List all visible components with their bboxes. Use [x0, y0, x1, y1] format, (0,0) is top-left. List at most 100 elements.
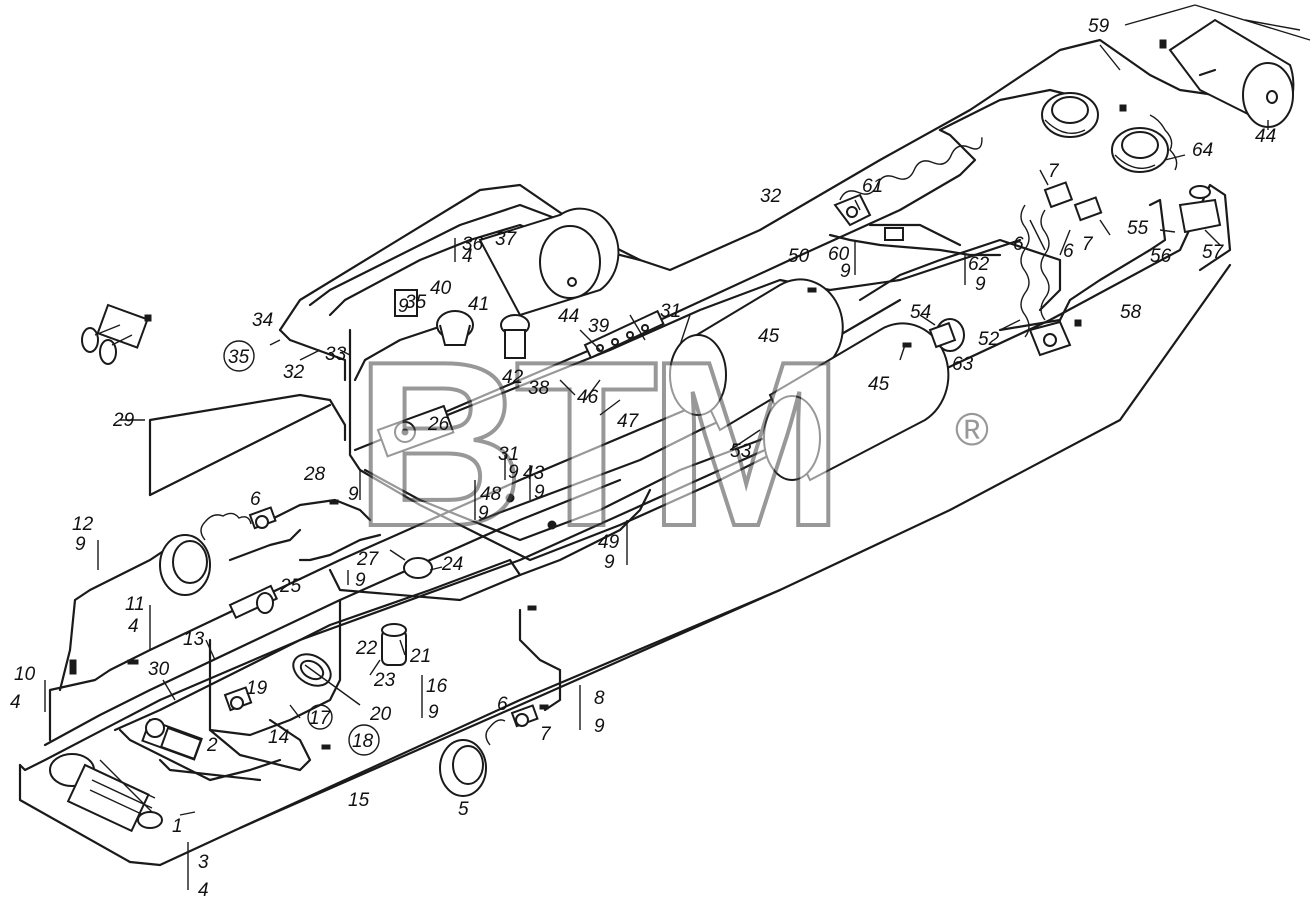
label-45-lower: 45 [868, 374, 890, 395]
label-9-j: 9 [840, 261, 851, 282]
valve-7-rear [1043, 181, 1103, 222]
label-6-front: 6 [250, 489, 261, 510]
brake-chamber-front-right [439, 739, 487, 797]
valve-2 [159, 726, 203, 761]
label-56: 56 [1150, 246, 1172, 267]
valve-24 [389, 549, 443, 579]
label-32-left: 32 [283, 362, 305, 383]
label-9-h: 9 [478, 503, 489, 524]
label-54: 54 [910, 302, 931, 323]
horns-29 [81, 303, 149, 365]
label-26: 26 [427, 414, 450, 435]
label-31-top: 31 [660, 301, 681, 322]
label-10: 10 [14, 664, 36, 685]
label-31-mid: 31 [498, 444, 519, 465]
label-9-g: 9 [508, 462, 519, 483]
rear-brake-chambers-64 [1041, 92, 1169, 173]
label-46: 46 [577, 387, 599, 408]
label-5: 5 [458, 799, 469, 820]
brake-chamber-front-left [159, 534, 211, 596]
label-8: 8 [594, 688, 605, 709]
label-41: 41 [468, 294, 489, 315]
flex-hoses [200, 114, 1178, 746]
label-44-rear: 44 [1255, 126, 1276, 147]
label-12: 12 [72, 514, 94, 535]
label-20: 20 [369, 704, 392, 725]
label-6-right: 6 [497, 694, 508, 715]
label-13: 13 [183, 629, 205, 650]
label-21: 21 [409, 646, 431, 667]
compressor [49, 753, 163, 833]
label-9-c: 9 [428, 702, 439, 723]
label-45-upper: 45 [758, 326, 780, 347]
label-63: 63 [952, 354, 974, 375]
label-59: 59 [1088, 16, 1110, 37]
label-64: 64 [1192, 140, 1213, 161]
label-42: 42 [502, 367, 524, 388]
regulator-41 [436, 310, 474, 346]
watermark-text: BTM [355, 312, 834, 575]
label-62: 62 [968, 254, 990, 275]
label-57: 57 [1202, 242, 1225, 263]
manifold-31 [583, 309, 665, 360]
valve-60 [884, 227, 904, 241]
label-60: 60 [828, 244, 850, 265]
label-35-circled: 35 [223, 340, 255, 372]
label-24: 24 [441, 554, 463, 575]
label-27: 27 [356, 549, 380, 570]
label-11: 11 [125, 594, 145, 615]
label-38: 38 [528, 378, 550, 399]
receiver-45-upper [669, 278, 844, 432]
label-61: 61 [862, 176, 883, 197]
label-43: 43 [523, 463, 545, 484]
label-32-top: 32 [760, 186, 782, 207]
label-7-front: 7 [540, 724, 552, 745]
label-44-mid: 44 [558, 306, 579, 327]
label-34: 34 [252, 310, 273, 331]
label-39: 39 [588, 316, 610, 337]
label-2: 2 [206, 735, 218, 756]
label-9-d: 9 [604, 552, 615, 573]
label-6-rear-b: 6 [1063, 241, 1074, 262]
label-1: 1 [172, 816, 183, 837]
label-35-small: 35 [405, 292, 427, 313]
label-9-e: 9 [355, 570, 366, 591]
label-47: 47 [617, 411, 640, 432]
label-48: 48 [480, 484, 502, 505]
pipe-fittings [69, 39, 1167, 750]
label-4-left: 4 [10, 692, 21, 713]
label-leaders [44, 44, 1269, 890]
brake-valve-26 [376, 404, 455, 458]
label-9-k: 9 [975, 274, 986, 295]
label-25: 25 [279, 576, 302, 597]
label-18: 18 [352, 731, 374, 752]
label-4-bottom: 4 [198, 880, 209, 901]
label-23: 23 [373, 670, 396, 691]
label-16: 16 [426, 676, 448, 697]
valve-25 [228, 584, 279, 620]
label-4-mid: 4 [128, 616, 139, 637]
valve-40 [394, 289, 418, 317]
label-17: 17 [309, 708, 332, 729]
receiver-45-lower [763, 322, 950, 482]
label-40: 40 [430, 278, 452, 299]
receiver-44-rear [1124, 4, 1311, 128]
label-29: 29 [112, 410, 135, 431]
label-19: 19 [246, 678, 268, 699]
label-37: 37 [495, 229, 518, 250]
valve-57 [1178, 185, 1222, 234]
label-6-rear-a: 6 [1013, 234, 1024, 255]
label-14: 14 [268, 727, 289, 748]
label-52: 52 [978, 329, 1000, 350]
label-49: 49 [598, 532, 620, 553]
valve-6-front [248, 506, 277, 530]
receiver-37 [478, 207, 620, 317]
label-4-top: 4 [462, 246, 473, 267]
label-55: 55 [1127, 218, 1149, 239]
valve-61 [833, 193, 872, 227]
part-labels: 1 2 3 4 4 4 4 5 6 6 6 6 7 7 7 8 9 9 9 9 … [10, 16, 1276, 901]
filter-63 [928, 318, 965, 352]
valve-6-7-front-right [510, 704, 539, 728]
regulator-42 [500, 314, 530, 359]
watermark: BTM ® [353, 310, 989, 577]
